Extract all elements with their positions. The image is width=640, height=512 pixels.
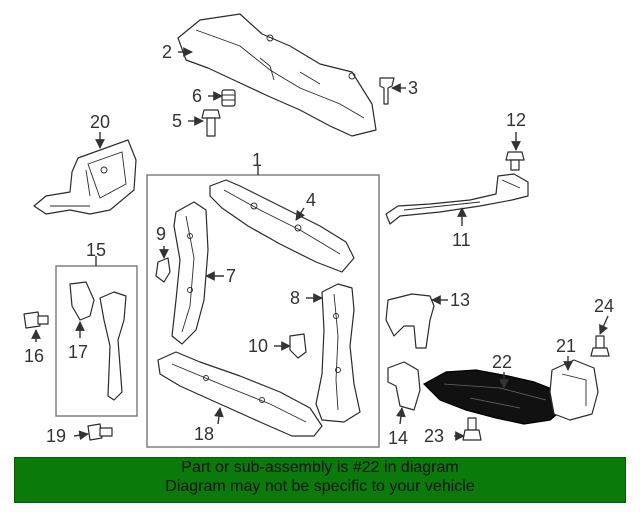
callout-24: 24 bbox=[594, 296, 614, 316]
callout-3: 3 bbox=[408, 78, 418, 98]
callout-5: 5 bbox=[172, 111, 182, 131]
part-5-bolt bbox=[201, 109, 221, 137]
part-11-support bbox=[385, 173, 529, 225]
callout-11: 11 bbox=[452, 230, 471, 250]
part-23-bolt bbox=[462, 417, 482, 441]
callout-9: 9 bbox=[156, 224, 166, 244]
callout-2: 2 bbox=[162, 42, 172, 62]
part-6-nut bbox=[221, 89, 236, 107]
callout-8: 8 bbox=[290, 288, 300, 308]
banner-line-2: Diagram may not be specific to your vehi… bbox=[165, 478, 475, 495]
part-9-bracket bbox=[155, 257, 171, 283]
callout-6: 6 bbox=[192, 86, 202, 106]
part-4-upper-support bbox=[209, 179, 355, 273]
part-19-bolt bbox=[87, 423, 113, 441]
info-banner: Part or sub-assembly is #22 in diagram D… bbox=[14, 457, 626, 503]
callout-10: 10 bbox=[248, 336, 268, 356]
callout-20: 20 bbox=[90, 112, 110, 132]
assembly-box-1 bbox=[146, 174, 380, 448]
callout-12: 12 bbox=[506, 110, 526, 130]
callout-22: 22 bbox=[492, 352, 512, 372]
callout-1: 1 bbox=[252, 150, 262, 170]
part-22-under-cover bbox=[423, 369, 563, 425]
callout-4: 4 bbox=[306, 190, 316, 210]
part-2-duct bbox=[177, 13, 377, 137]
part-15-strut bbox=[99, 291, 127, 401]
part-13-deflector bbox=[385, 293, 435, 349]
callout-14: 14 bbox=[388, 428, 408, 448]
part-8-side-support bbox=[315, 283, 361, 423]
part-18-lower-support bbox=[157, 351, 323, 437]
callout-13: 13 bbox=[450, 290, 470, 310]
part-16-bolt bbox=[23, 311, 49, 329]
callout-7: 7 bbox=[226, 266, 236, 286]
callout-15: 15 bbox=[86, 240, 106, 260]
part-12-bolt bbox=[505, 151, 525, 171]
callout-16: 16 bbox=[24, 346, 44, 366]
part-21-side-cover bbox=[549, 359, 599, 421]
part-10-bracket bbox=[289, 333, 307, 359]
callout-17: 17 bbox=[68, 342, 88, 362]
banner-line-1: Part or sub-assembly is #22 in diagram bbox=[181, 459, 459, 476]
part-24-bolt bbox=[590, 335, 610, 357]
part-7-side-support bbox=[171, 201, 209, 345]
callout-18: 18 bbox=[194, 424, 214, 444]
part-20-bracket bbox=[33, 139, 137, 215]
callout-19: 19 bbox=[46, 426, 66, 446]
part-17-bracket bbox=[69, 281, 95, 321]
part-14-deflector bbox=[387, 361, 421, 411]
callout-21: 21 bbox=[556, 336, 576, 356]
part-3-clip bbox=[379, 77, 395, 105]
callout-23: 23 bbox=[424, 426, 444, 446]
assembly-box-15 bbox=[55, 265, 138, 417]
parts-diagram: 1 2 3 4 5 6 7 8 9 10 11 12 13 14 15 16 1… bbox=[23, 13, 614, 448]
